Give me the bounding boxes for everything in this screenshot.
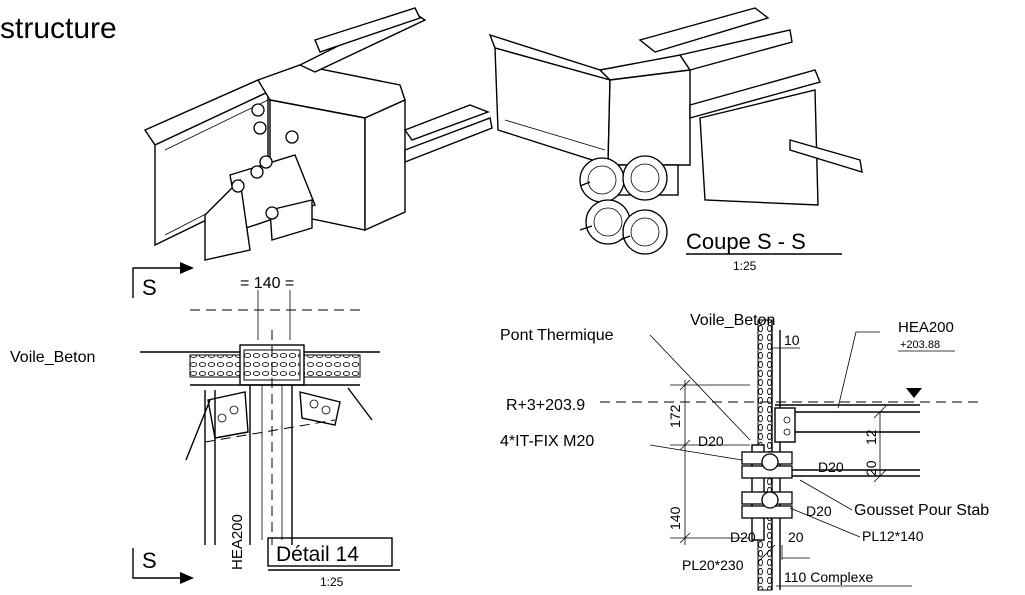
dim-gap: 20	[863, 460, 879, 476]
beam-label-section: HEA200	[898, 319, 954, 336]
detail-title: Détail 14	[276, 543, 359, 566]
wall-label-section: Voile_Beton	[690, 312, 775, 329]
plate-left-label: PL20*230	[682, 557, 744, 573]
wall-label-plan: Voile_Beton	[10, 349, 95, 366]
iso-connection-view	[143, 7, 493, 261]
bolt-label-2: D20	[818, 459, 844, 475]
detail-plan-view	[132, 262, 380, 584]
complex-label: 110 Complexe	[784, 569, 873, 585]
iso-section-view	[488, 7, 863, 255]
thermal-bridge-label: Pont Thermique	[500, 327, 614, 344]
level-label: R+3+203.9	[506, 397, 585, 414]
section-title: Coupe S - S	[686, 229, 806, 254]
dimension-140: = 140 =	[240, 275, 294, 292]
dim-lower: 140	[667, 506, 683, 530]
bolt-label-4: D20	[730, 529, 756, 545]
bolt-label-3: D20	[806, 503, 832, 519]
detail-scale: 1:25	[320, 575, 344, 589]
anchors-label: 4*IT-FIX M20	[500, 433, 594, 450]
plate-right-label: PL12*140	[862, 528, 924, 544]
beam-level: +203.88	[900, 339, 940, 351]
anchor-bolts-section	[741, 451, 793, 519]
bolt-label-1: D20	[698, 433, 724, 449]
section-scale: 1:25	[733, 259, 757, 273]
dim-flange: 12	[863, 429, 879, 445]
beam-label-plan: HEA200	[229, 514, 246, 570]
dim-plate-offset: 20	[788, 529, 804, 545]
detail-title-box	[267, 537, 393, 567]
gusset-label: Gousset Pour Stab	[854, 502, 989, 519]
section-mark-top: S	[142, 275, 157, 300]
dim-upper: 172	[667, 404, 683, 428]
section-detail-view	[600, 319, 980, 591]
section-mark-bottom: S	[142, 548, 157, 573]
anchor-rolls	[579, 155, 668, 255]
page-title: structure	[0, 12, 117, 45]
dim-wall-offset: 10	[784, 332, 800, 348]
